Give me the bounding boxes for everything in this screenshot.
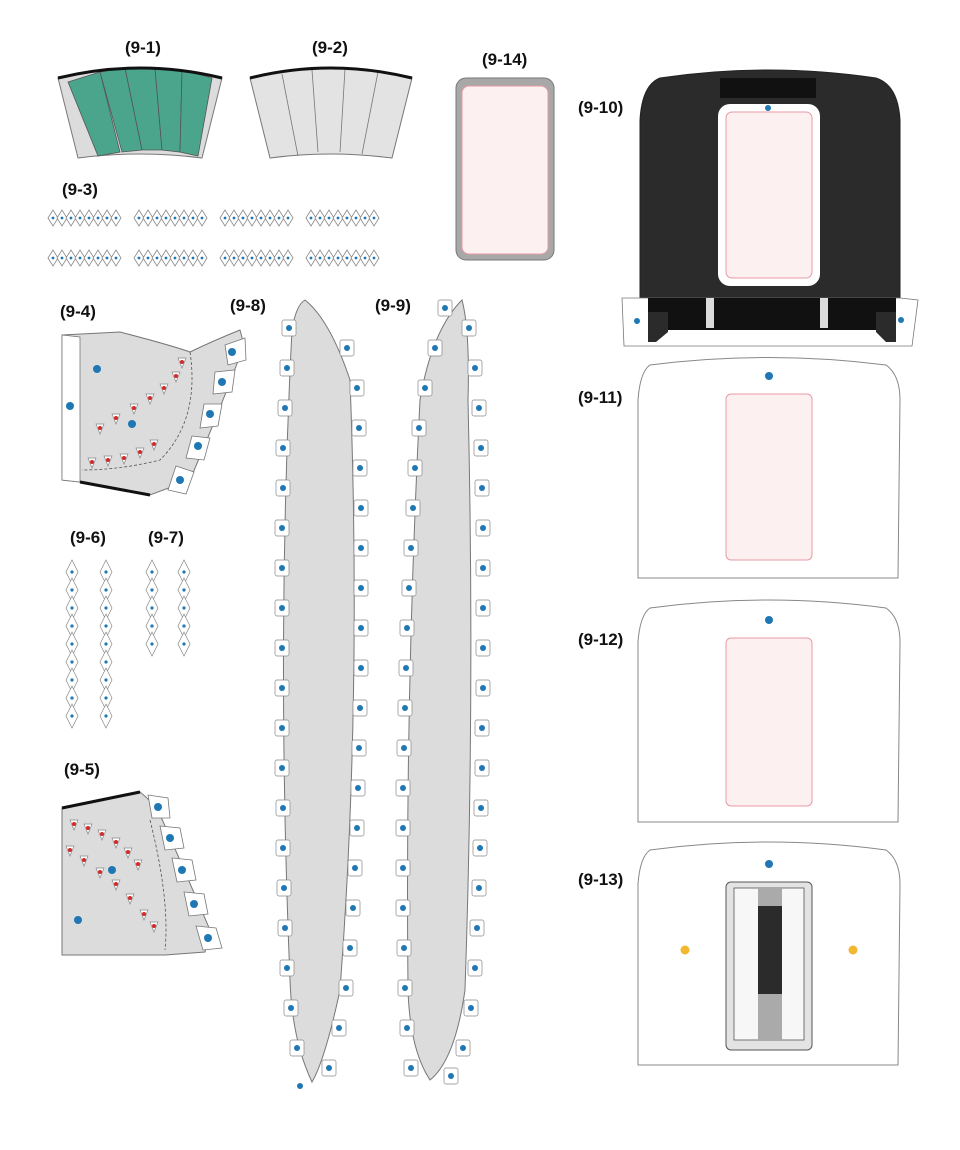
part-9-8-long-panel	[274, 299, 369, 1089]
part-9-5-side-piece	[61, 790, 223, 956]
part-9-2-gray-fan	[249, 66, 413, 159]
label-9-8: (9-8)	[230, 296, 266, 315]
label-9-12: (9-12)	[578, 630, 624, 649]
part-9-6-strips	[65, 559, 113, 729]
part-9-4-side-piece	[61, 329, 247, 497]
label-9-9: (9-9)	[375, 296, 411, 315]
part-9-11-front-panel	[637, 357, 901, 579]
label-9-5: (9-5)	[64, 760, 100, 779]
label-9-1: (9-1)	[125, 38, 161, 57]
part-9-12-front-panel	[637, 599, 901, 823]
label-9-10: (9-10)	[578, 98, 624, 117]
label-9-13: (9-13)	[578, 870, 624, 889]
label-9-14: (9-14)	[482, 50, 528, 69]
part-9-10-dark-front	[621, 69, 919, 347]
part-9-14-window-panel	[455, 77, 555, 261]
label-9-6: (9-6)	[70, 528, 106, 547]
part-9-3-diamond-strips	[47, 209, 380, 267]
label-9-2: (9-2)	[312, 38, 348, 57]
label-9-11: (9-11)	[578, 388, 623, 407]
part-9-1-teal-fan	[57, 66, 223, 159]
label-9-3: (9-3)	[62, 180, 98, 199]
part-9-9-long-panel	[395, 299, 491, 1085]
part-9-7-strips	[145, 559, 191, 657]
label-9-4: (9-4)	[60, 302, 96, 321]
label-9-7: (9-7)	[148, 528, 184, 547]
part-9-13-front-panel	[637, 841, 901, 1066]
